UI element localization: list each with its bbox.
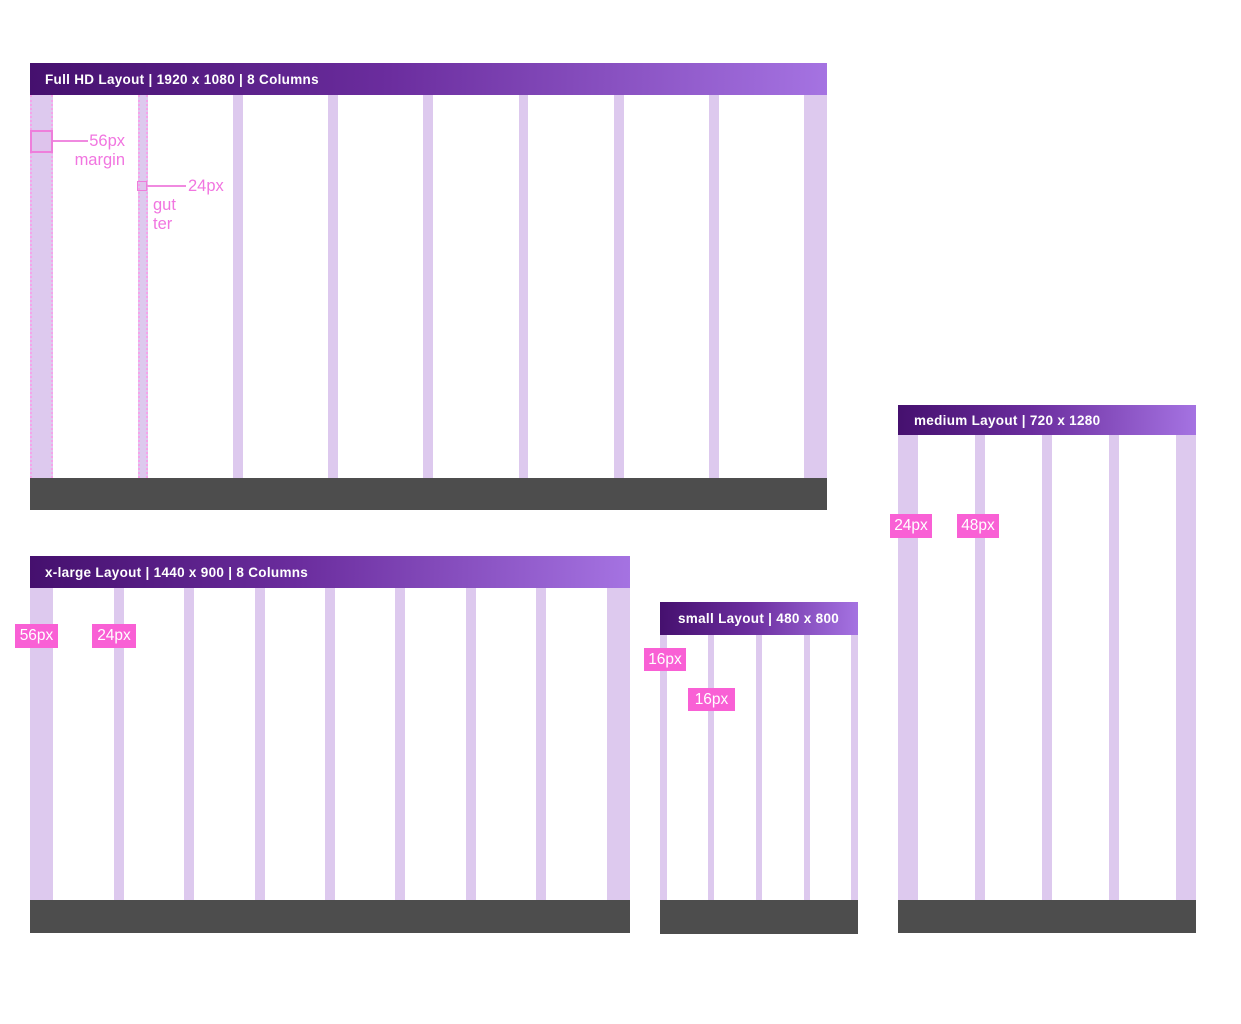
gutter-strip (803, 635, 811, 900)
margin-strip (851, 635, 858, 900)
margin-strip (1176, 435, 1196, 900)
artboard-full-hd-header: Full HD Layout | 1920 x 1080 | 8 Columns (30, 63, 827, 95)
artboard-full-hd: Full HD Layout | 1920 x 1080 | 8 Columns… (30, 63, 827, 510)
column (546, 588, 606, 900)
column (338, 95, 423, 478)
gutter-word-line2: ter (153, 215, 173, 233)
margin-strip (30, 95, 54, 478)
margin-strip (30, 588, 54, 900)
artboard-full-hd-footer (30, 478, 827, 510)
gutter-strip (613, 95, 624, 478)
gutter-strip (254, 588, 265, 900)
gutter-word: gut ter (153, 196, 176, 234)
column-grid-full-hd (30, 95, 827, 478)
artboard-small-title: small Layout | 480 x 800 (678, 611, 840, 626)
gutter-word-line1: gut (153, 196, 176, 214)
artboard-full-hd-title: Full HD Layout | 1920 x 1080 | 8 Columns (45, 71, 319, 87)
column (528, 95, 613, 478)
gutter-strip (518, 95, 529, 478)
margin-strip (660, 635, 667, 900)
margin-callout-text: 56px margin (50, 132, 125, 170)
column (433, 95, 518, 478)
margin-strip (803, 95, 827, 478)
column (405, 588, 465, 900)
column (719, 95, 804, 478)
margin-value: 56px (89, 132, 125, 150)
column (667, 635, 708, 900)
column (714, 635, 755, 900)
column (918, 435, 975, 900)
column (762, 635, 803, 900)
gutter-strip (113, 588, 124, 900)
column (624, 95, 709, 478)
artboard-x-large-header: x-large Layout | 1440 x 900 | 8 Columns (30, 556, 630, 588)
column (476, 588, 536, 900)
medium-gutter-chip: 48px (957, 514, 999, 538)
gutter-strip (324, 588, 335, 900)
column-grid-small (660, 635, 858, 900)
gutter-strip (465, 588, 476, 900)
column (335, 588, 395, 900)
artboard-x-large-title: x-large Layout | 1440 x 900 | 8 Columns (45, 564, 309, 580)
x-large-margin-chip: 56px (15, 624, 58, 648)
margin-callout-line (53, 140, 88, 142)
gutter-strip (1109, 435, 1119, 900)
margin-word: margin (74, 151, 125, 169)
column (1052, 435, 1109, 900)
gutter-callout-line (147, 185, 186, 187)
artboard-small-header: small Layout | 480 x 800 (660, 602, 858, 635)
gutter-strip (395, 588, 406, 900)
artboard-x-large-footer (30, 900, 630, 933)
gutter-strip (423, 95, 434, 478)
gutter-strip (138, 95, 149, 478)
margin-strip (606, 588, 630, 900)
artboard-medium-title: medium Layout | 720 x 1280 (914, 412, 1101, 428)
artboard-medium-header: medium Layout | 720 x 1280 (898, 405, 1196, 435)
gutter-strip (536, 588, 547, 900)
column (265, 588, 325, 900)
column (194, 588, 254, 900)
column-grid-medium (898, 435, 1196, 900)
gutter-strip (233, 95, 244, 478)
artboard-small-footer (660, 900, 858, 934)
column (985, 435, 1042, 900)
gutter-strip (328, 95, 339, 478)
gutter-strip (755, 635, 763, 900)
artboard-medium-footer (898, 900, 1196, 933)
artboard-medium: medium Layout | 720 x 1280 (898, 405, 1196, 933)
gutter-strip (1042, 435, 1052, 900)
gutter-strip (708, 95, 719, 478)
small-gutter-chip: 16px (688, 688, 735, 711)
gutter-value: 24px (188, 177, 224, 195)
margin-strip (898, 435, 918, 900)
small-margin-chip: 16px (644, 648, 686, 671)
x-large-gutter-chip: 24px (92, 624, 136, 648)
artboard-x-large: x-large Layout | 1440 x 900 | 8 Columns (30, 556, 630, 933)
column (243, 95, 328, 478)
gutter-strip (184, 588, 195, 900)
medium-margin-chip: 24px (890, 514, 932, 538)
column (810, 635, 851, 900)
margin-measure-square (30, 130, 53, 153)
column (1119, 435, 1176, 900)
column (148, 95, 233, 478)
artboard-small: small Layout | 480 x 800 (660, 602, 858, 934)
gutter-strip (707, 635, 715, 900)
gutter-strip (974, 435, 985, 900)
gutter-measure-square (137, 181, 147, 191)
